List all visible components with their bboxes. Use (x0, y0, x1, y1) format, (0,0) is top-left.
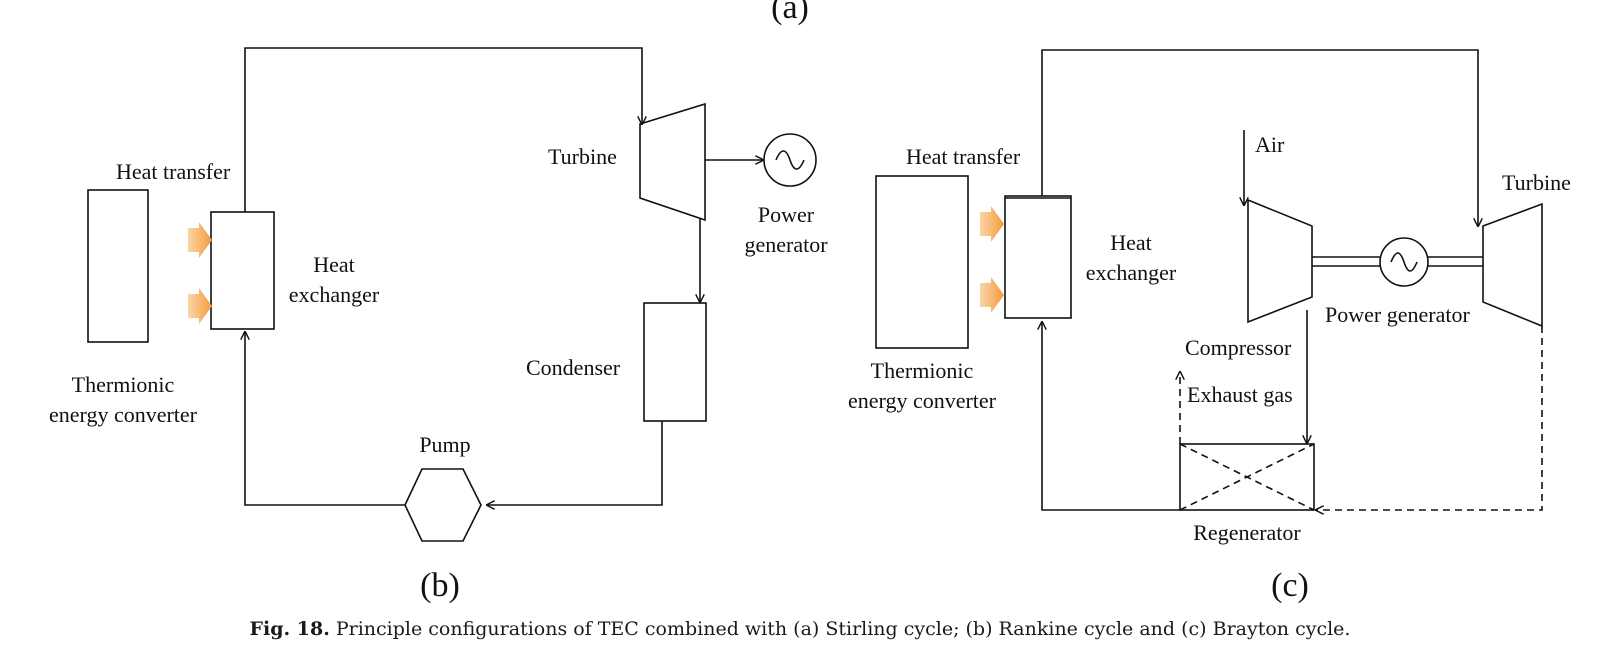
heat-arrows-c (980, 206, 1004, 313)
thermionic-converter-box-c (875, 175, 969, 349)
label-exhaust-gas-c: Exhaust gas (1187, 382, 1293, 407)
compressor-shape (1247, 198, 1313, 324)
label-air-c: Air (1255, 132, 1285, 157)
hot-line (244, 47, 642, 212)
panel-c-brayton (875, 49, 1543, 511)
panel-b-label: (b) (420, 567, 460, 604)
label-compressor-c: Compressor (1185, 335, 1292, 360)
label-regenerator-c: Regenerator (1193, 520, 1301, 545)
label-heat-transfer-c: Heat transfer (906, 144, 1021, 169)
label-condenser-b: Condenser (526, 355, 621, 380)
label-turbine-c: Turbine (1502, 170, 1571, 195)
power-generator-symbol-c (1379, 237, 1429, 287)
figure-caption: Fig. 18. Principle configurations of TEC… (0, 618, 1600, 640)
panel-b-rankine (87, 47, 817, 542)
heat-arrows-b (188, 222, 212, 324)
turbine-exhaust-line (1316, 326, 1543, 510)
panel-c-label: (c) (1271, 567, 1309, 604)
power-generator-symbol (763, 133, 817, 187)
condenser-box (643, 302, 707, 422)
turbine-shape (639, 102, 706, 222)
panel-a-label: (a) (771, 0, 809, 26)
sine-icon-c (1390, 252, 1418, 272)
caption-text: Principle configurations of TEC combined… (329, 618, 1351, 640)
turbine-shape-c (1482, 202, 1543, 328)
return-line-c (1042, 322, 1180, 511)
label-pump-b: Pump (419, 432, 470, 457)
hot-line-c (1041, 49, 1478, 226)
label-heat-transfer-b: Heat transfer (116, 159, 231, 184)
condensate-line (487, 421, 663, 505)
caption-prefix: Fig. 18. (249, 618, 330, 640)
label-turbine-b: Turbine (548, 144, 617, 169)
label-power-generator-c: Power generator (1325, 302, 1470, 327)
pump-shape (404, 468, 482, 542)
heat-exchanger-box (210, 211, 275, 330)
sine-icon (775, 150, 805, 170)
regenerator-box (1179, 443, 1315, 511)
feed-line (245, 332, 405, 506)
thermionic-converter-box (87, 189, 149, 343)
heat-exchanger-box-c (1004, 195, 1072, 319)
